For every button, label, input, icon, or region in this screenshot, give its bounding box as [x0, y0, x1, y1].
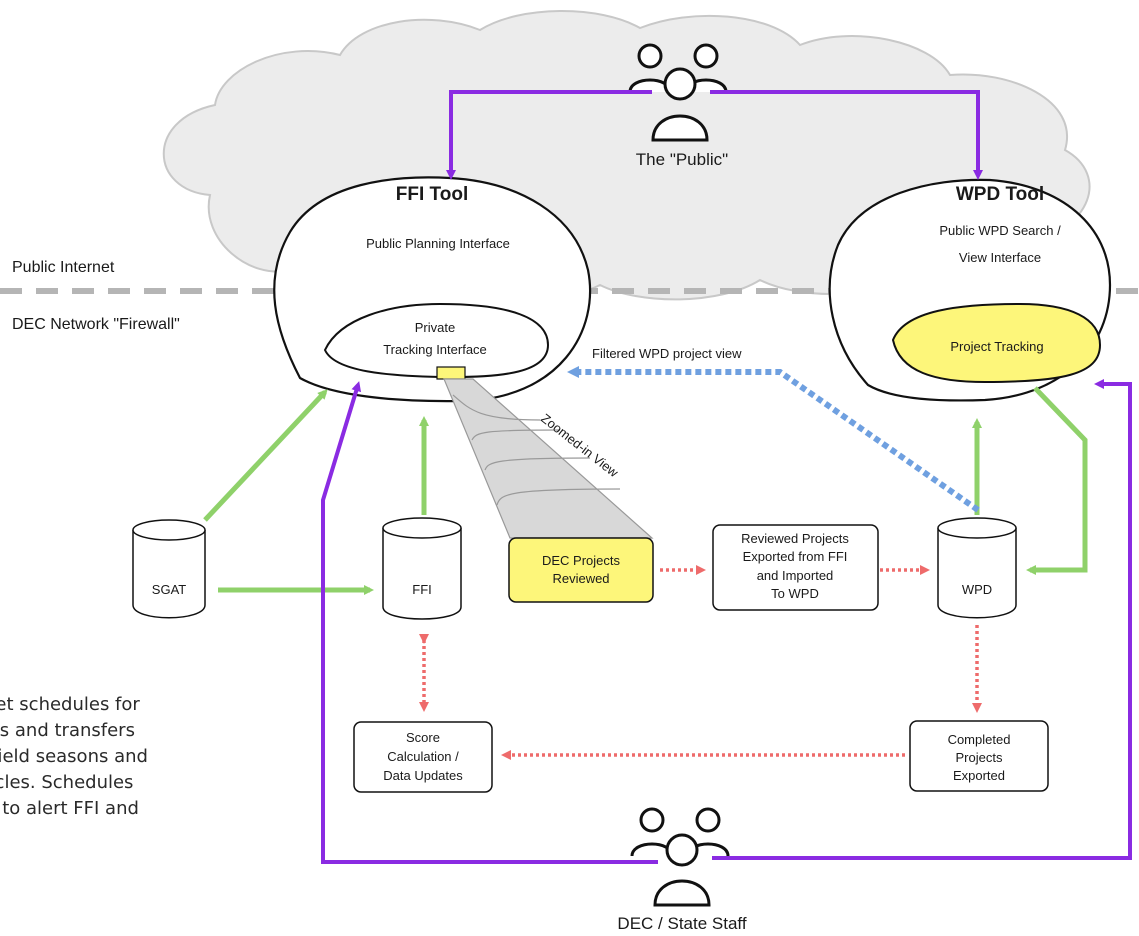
wpd-database: [937, 517, 1017, 619]
public-to-wpd-arrow: [710, 90, 983, 180]
staff-users-icon: [630, 807, 730, 907]
reviewed-exported-label-2: Exported from FFI: [743, 549, 848, 564]
reviewed-exported-label-3: and Imported: [757, 568, 834, 583]
completed-exported-label-2: Projects: [956, 750, 1003, 765]
wpd-db-label: WPD: [962, 582, 992, 597]
schedule-note-line: ed to alert FFI and: [0, 798, 139, 819]
public-actor-label: The "Public": [636, 150, 728, 169]
schedule-note-line: ews and transfers: [0, 720, 135, 741]
public-users-icon: [628, 43, 728, 142]
project-tracking-label: Project Tracking: [950, 339, 1043, 354]
dec-projects-reviewed-box: [508, 537, 654, 603]
zoom-cone-arc-4: [496, 488, 621, 506]
zoom-cone-arc-3: [484, 457, 591, 471]
project-tracking-to-wpd-db-arrow: [1026, 386, 1088, 575]
schedule-note-line: cycles. Schedules: [0, 772, 134, 793]
reviewed-exported-label-4: To WPD: [771, 586, 819, 601]
project-tracking-shape: [891, 302, 1102, 384]
ffi-db-label: FFI: [412, 582, 432, 597]
schedule-note-line: rs.: [0, 822, 244, 848]
public-to-ffi-arrow: [446, 90, 652, 180]
dec-projects-reviewed-label-1: DEC Projects: [542, 553, 621, 568]
wpd-public-interface-2: View Interface: [959, 250, 1041, 265]
dec-network-label: DEC Network "Firewall": [12, 316, 180, 333]
schedule-note-line: f set schedules for: [0, 694, 140, 715]
ffi-public-interface: Public Planning Interface: [366, 236, 510, 251]
score-calculation-label-3: Data Updates: [383, 768, 463, 783]
schedule-note-line: n field seasons and: [0, 746, 148, 767]
filtered-wpd-view-arrow: [567, 366, 980, 513]
sgat-to-ffi-tool-arrow: [203, 389, 328, 522]
zoom-cone-arc-2: [471, 429, 561, 441]
reviewed-exported-label-1: Reviewed Projects: [741, 531, 849, 546]
completed-exported-label-3: Exported: [953, 768, 1005, 783]
wpd-tool-title: WPD Tool: [956, 184, 1044, 205]
completed-exported-box: [909, 720, 1049, 792]
ffi-private-interface-label-2: Tracking Interface: [383, 342, 487, 357]
ffi-private-interface-label-1: Private: [415, 320, 455, 335]
reviewed-exported-box: [712, 524, 879, 611]
schedule-note-text: f set schedules for ews and transfers n fi…: [0, 692, 244, 848]
staff-to-ffi-tool-arrow: [321, 381, 658, 864]
staff-to-wpd-tool-arrow: [712, 379, 1132, 860]
dec-projects-reviewed-label-2: Reviewed: [552, 571, 609, 586]
wpd-public-interface-1: Public WPD Search /: [939, 223, 1061, 238]
zoom-cone-arc-1: [452, 394, 541, 421]
ffi-tool-title: FFI Tool: [396, 184, 468, 205]
score-calculation-label-1: Score: [406, 730, 440, 745]
sgat-label: SGAT: [152, 582, 186, 597]
ffi-private-interface-shape: [323, 302, 550, 379]
ffi-database: [382, 517, 462, 620]
zoom-source-box: [436, 366, 466, 380]
score-calculation-box: [353, 721, 493, 793]
public-internet-label: Public Internet: [12, 259, 115, 276]
staff-actor-label: DEC / State Staff: [617, 914, 746, 933]
score-calculation-label-2: Calculation /: [387, 749, 459, 764]
completed-exported-label-1: Completed: [948, 732, 1011, 747]
sgat-database: [132, 519, 206, 619]
filtered-wpd-view-label: Filtered WPD project view: [592, 346, 742, 361]
